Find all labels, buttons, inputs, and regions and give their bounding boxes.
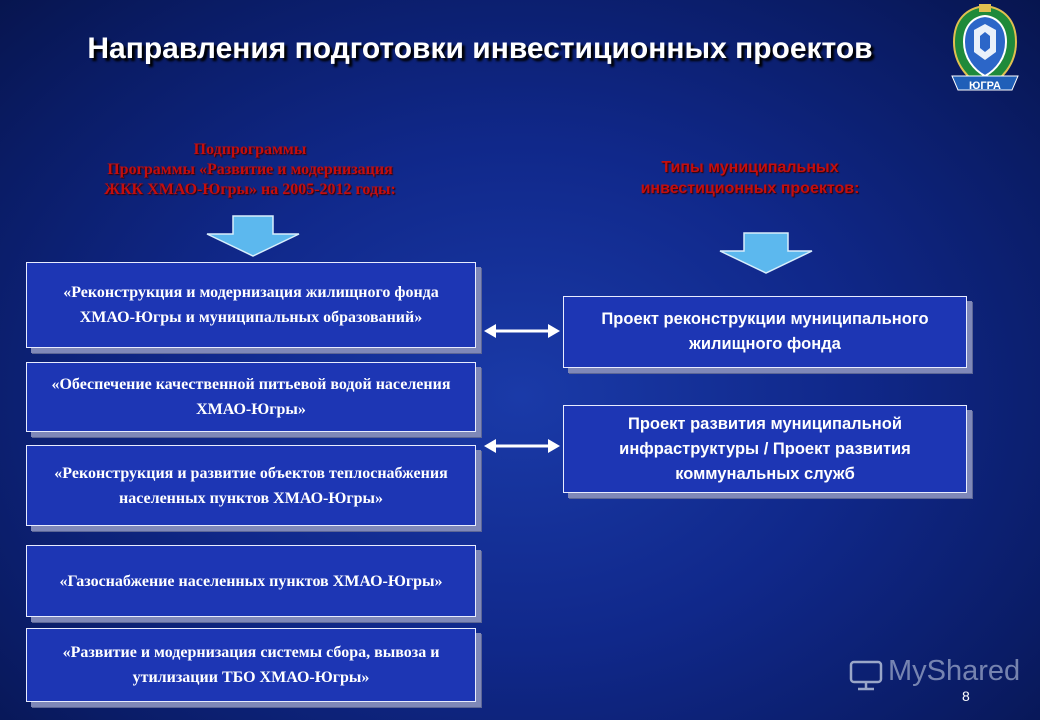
project-type-label: Проект развития муниципальной инфраструк… — [619, 414, 911, 483]
project-types-heading: Типы муниципальных инвестиционных проект… — [590, 157, 910, 199]
project-type-box: Проект реконструкции муниципального жили… — [563, 296, 967, 368]
watermark: MyShared — [888, 655, 1021, 687]
page-number: 8 — [962, 688, 970, 704]
myshared-logo-icon — [849, 660, 883, 691]
down-arrow-icon — [719, 232, 813, 274]
coat-of-arms-icon: ЮГРА — [946, 2, 1024, 102]
subprogram-box: «Обеспечение качественной питьевой водой… — [26, 362, 476, 432]
subprograms-heading: Подпрограммы Программы «Развитие и модер… — [40, 140, 460, 200]
double-arrow-icon — [484, 324, 560, 338]
down-arrow-icon — [206, 215, 300, 257]
subprogram-box: «Газоснабжение населенных пунктов ХМАО-Ю… — [26, 545, 476, 617]
subprogram-label: «Развитие и модернизация системы сбора, … — [62, 644, 440, 686]
project-types-heading-line2: инвестиционных проектов: — [640, 180, 860, 197]
project-type-label: Проект реконструкции муниципального жили… — [601, 310, 929, 353]
subprogram-label: «Газоснабжение населенных пунктов ХМАО-Ю… — [59, 572, 443, 590]
emblem-label: ЮГРА — [969, 80, 1001, 92]
subprogram-label: «Обеспечение качественной питьевой водой… — [51, 376, 451, 418]
subprogram-box: «Реконструкция и развитие объектов тепло… — [26, 445, 476, 526]
project-types-heading-line1: Типы муниципальных — [661, 159, 839, 176]
slide-title: Направления подготовки инвестиционных пр… — [87, 32, 873, 65]
subprograms-heading-line2: Программы «Развитие и модернизация — [107, 161, 393, 178]
subprograms-heading-line1: Подпрограммы — [193, 141, 307, 158]
subprogram-label: «Реконструкция и модернизация жилищного … — [63, 284, 439, 326]
subprograms-heading-line3: ЖКК ХМАО-Югры» на 2005-2012 годы: — [104, 181, 396, 198]
subprogram-box: «Реконструкция и модернизация жилищного … — [26, 262, 476, 348]
double-arrow-icon — [484, 439, 560, 453]
project-type-box: Проект развития муниципальной инфраструк… — [563, 405, 967, 493]
subprogram-label: «Реконструкция и развитие объектов тепло… — [54, 464, 448, 507]
subprogram-box: «Развитие и модернизация системы сбора, … — [26, 628, 476, 702]
